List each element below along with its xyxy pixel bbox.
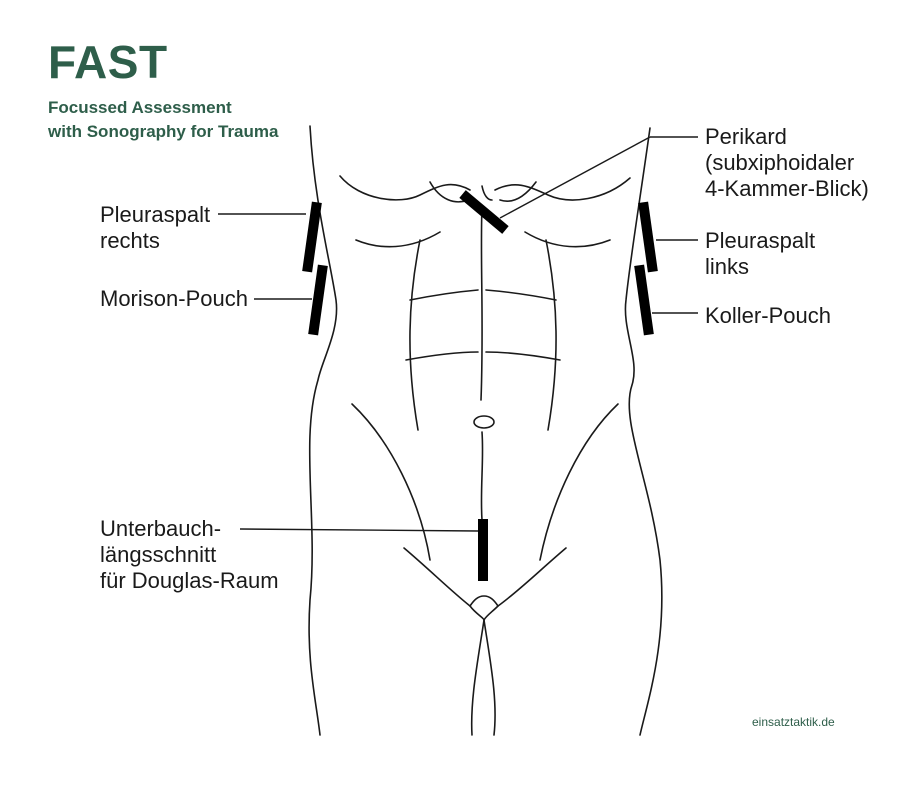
probe-pleura-right (302, 201, 322, 273)
leader-unterbauch (239, 528, 479, 532)
probe-koller (634, 264, 654, 336)
probe-unterbauch (478, 519, 488, 581)
page-subtitle: Focussed Assessment with Sonography for … (48, 98, 279, 141)
label-perikard: Perikard (subxiphoidaler 4-Kammer-Blick) (705, 124, 869, 201)
probe-morison (308, 264, 328, 336)
credit-text: einsatztaktik.de (752, 715, 835, 729)
label-pleuraspalt-rechts: Pleuraspalt rechts (100, 202, 211, 253)
page-title: FAST (48, 36, 168, 88)
label-koller-pouch: Koller-Pouch (705, 303, 831, 328)
navel-mark (473, 415, 495, 429)
label-unterbauch: Unterbauch- längsschnitt für Douglas-Rau… (100, 516, 279, 593)
label-morison-pouch: Morison-Pouch (100, 286, 248, 311)
probe-pleura-left (638, 201, 658, 273)
probe-perikard (459, 190, 509, 234)
leader-perikard (499, 136, 651, 219)
label-pleuraspalt-links: Pleuraspalt links (705, 228, 816, 279)
